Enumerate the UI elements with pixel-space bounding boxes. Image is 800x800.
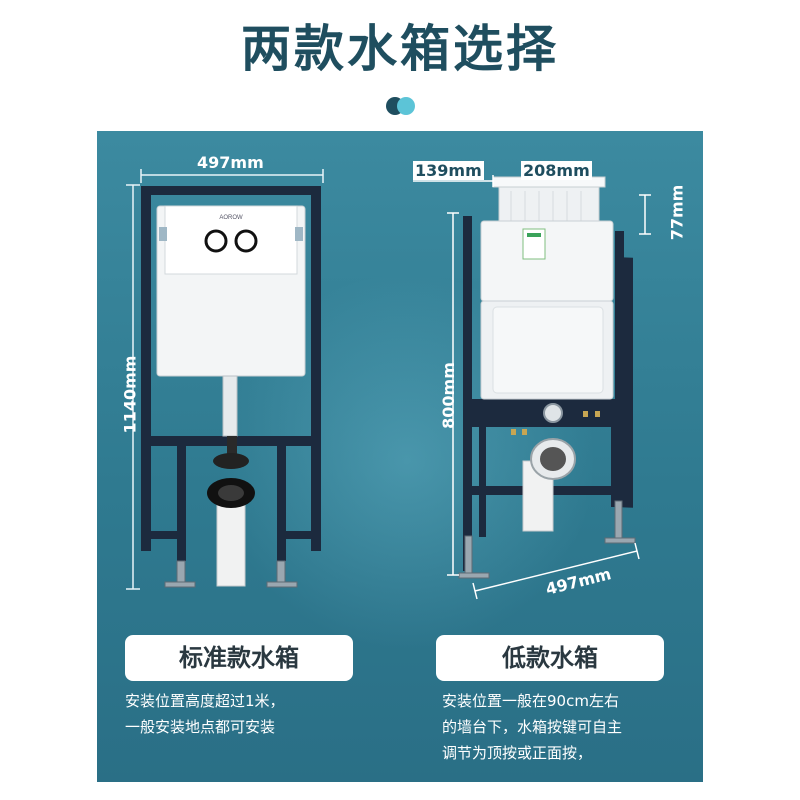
desc-line: 一般安装地点都可安装	[125, 718, 276, 736]
right-drain-pipe	[522, 438, 576, 532]
left-height-label: 1140mm	[120, 355, 140, 434]
desc-line: 调节为顶按或正面按，	[442, 744, 593, 762]
tanks-illustration: AOROW	[126, 169, 651, 600]
right-top-height-label: 77mm	[667, 184, 687, 241]
low-tank-name: 低款水箱	[436, 635, 664, 681]
low-tank-description: 安装位置一般在90cm左右 的墙台下，水箱按键可自主 调节为顶按或正面按，	[442, 688, 697, 766]
right-tank	[480, 220, 614, 400]
right-height-dimension-line	[447, 212, 459, 576]
right-top-width-label: 208mm	[521, 161, 592, 180]
front-flush-button-icon	[543, 403, 563, 423]
desc-line: 的墙台下，水箱按键可自主	[442, 718, 623, 736]
left-height-dimension-line	[126, 184, 140, 590]
comparison-panel: AOROW	[97, 131, 703, 782]
right-top-dimension-lines	[413, 175, 651, 235]
decorative-dot	[397, 97, 415, 115]
desc-line: 安装位置高度超过1米，	[125, 692, 285, 710]
left-tank	[156, 205, 306, 377]
page-title: 两款水箱选择	[241, 20, 559, 78]
right-brass-fittings	[511, 411, 600, 435]
right-depth-label: 139mm	[413, 161, 484, 180]
standard-tank-description: 安装位置高度超过1米， 一般安装地点都可安装	[125, 688, 385, 740]
desc-line: 安装位置一般在90cm左右	[442, 692, 619, 710]
right-width-dimension-line	[472, 542, 640, 600]
left-width-dimension-line	[140, 169, 324, 183]
standard-tank-name: 标准款水箱	[125, 635, 353, 681]
left-drain-pipe	[207, 375, 255, 587]
flush-buttons-icon	[204, 229, 258, 253]
left-button-brand: AOROW	[219, 215, 243, 221]
left-width-label: 497mm	[197, 153, 264, 172]
left-feet	[164, 560, 298, 588]
right-height-label: 800mm	[438, 362, 458, 429]
